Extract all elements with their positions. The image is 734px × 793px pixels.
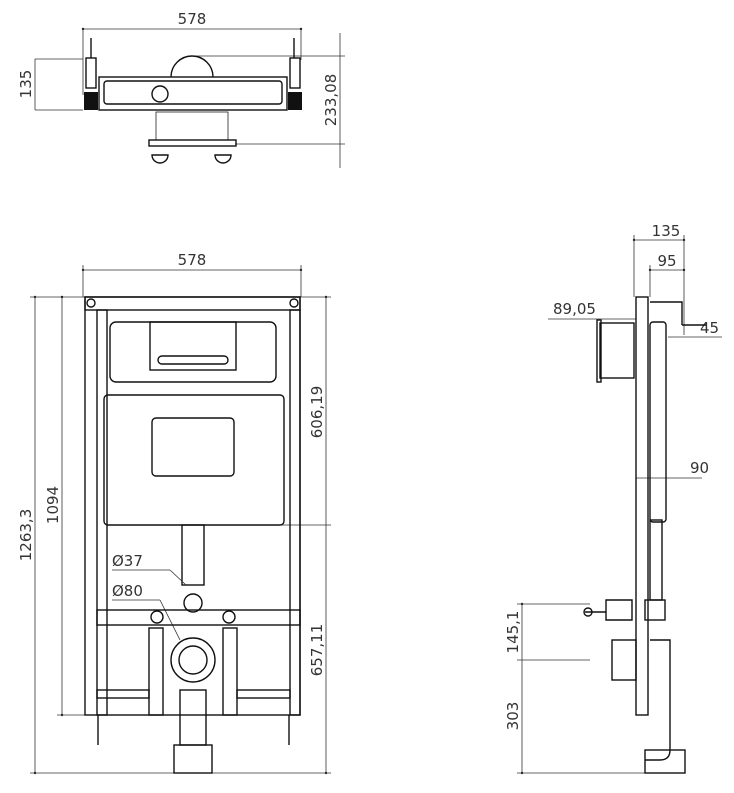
frame-height-label: 1094 xyxy=(44,486,62,524)
front-view: 578 1263,3 1094 606,19 657,11 Ø37 Ø80 xyxy=(17,251,331,775)
button-offset-label: 89,05 xyxy=(553,300,596,318)
top-view: 578 135 233,08 xyxy=(17,10,345,168)
bottom-height-label: 303 xyxy=(504,702,522,731)
front-width-label: 578 xyxy=(178,251,207,269)
top-width-label: 578 xyxy=(178,10,207,28)
top-height-label: 233,08 xyxy=(322,74,340,127)
pipe-small-diameter-label: Ø37 xyxy=(112,552,143,570)
lower-height-label: 657,11 xyxy=(308,624,326,677)
side-view: 135 95 89,05 45 90 145,1 303 xyxy=(504,222,722,775)
tank-depth-label: 90 xyxy=(690,459,709,477)
outlet-height-label: 145,1 xyxy=(504,611,522,654)
side-depth-frame-label: 95 xyxy=(657,252,676,270)
side-depth-total-label: 135 xyxy=(652,222,681,240)
upper-height-label: 606,19 xyxy=(308,386,326,439)
top-depth-label: 135 xyxy=(17,70,35,99)
pipe-large-diameter-label: Ø80 xyxy=(112,582,143,600)
total-height-label: 1263,3 xyxy=(17,509,35,562)
bracket-label: 45 xyxy=(700,319,719,337)
